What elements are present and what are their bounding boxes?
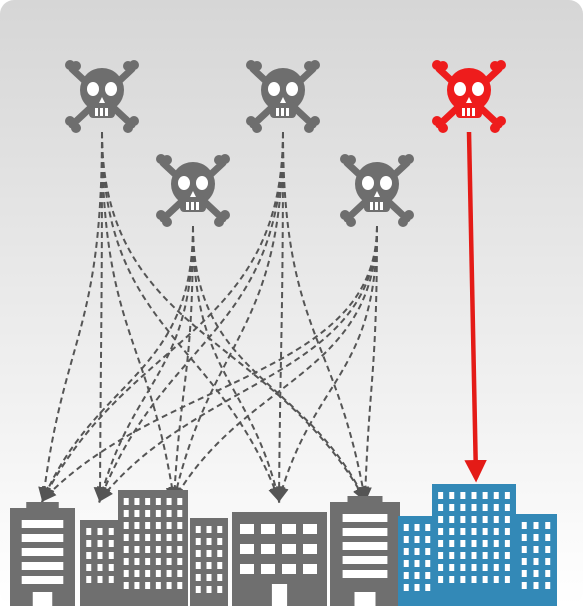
attacker-1-skull-crossbones-icon	[65, 60, 139, 133]
building-2-icon	[80, 520, 120, 606]
connection-attacker-1-to-building-1	[38, 131, 103, 504]
attacker-3-skull-crossbones-icon	[246, 60, 320, 133]
connection-attacker-1-to-building-2	[93, 131, 107, 504]
connection-attacker-4-to-building-3	[172, 225, 378, 503]
connection-attacker-4-to-building-2	[98, 225, 378, 503]
building-1-icon	[10, 502, 75, 606]
connection-attacker-4-to-building-5	[359, 225, 378, 504]
attacker-5-skull-crossbones-icon	[432, 60, 506, 133]
connection-attacker-2-to-building-5	[192, 225, 367, 503]
connection-attacker-2-to-building-2	[97, 225, 194, 504]
attacker-2-skull-crossbones-icon	[156, 154, 230, 227]
building-4-icon	[232, 512, 327, 606]
building-9-icon	[515, 514, 557, 606]
connection-attacker-1-to-building-5	[101, 131, 367, 503]
building-5-icon	[330, 496, 400, 606]
connection-attacker-1-to-building-3	[101, 131, 179, 504]
building-6-icon	[190, 518, 228, 606]
connection-attacker-2-to-building-1	[41, 225, 194, 503]
connection-attacker-4-to-building-4	[276, 225, 378, 504]
building-8-icon	[398, 516, 436, 606]
connection-attacker-3-to-building-5	[282, 131, 370, 504]
edges-layer	[38, 131, 487, 504]
connection-attacker-1-to-building-4	[101, 131, 281, 503]
connection-attacker-5-to-building-7	[464, 131, 487, 483]
connection-attacker-3-to-building-1	[41, 131, 284, 503]
connection-attacker-3-to-building-4	[272, 131, 286, 504]
attackers-layer	[65, 60, 506, 227]
attacker-4-skull-crossbones-icon	[340, 154, 414, 227]
connection-attacker-2-to-building-3	[168, 225, 194, 504]
connection-attacker-2-to-building-4	[192, 225, 283, 504]
building-7-icon	[432, 484, 516, 606]
connection-attacker-3-to-building-2	[98, 131, 284, 503]
buildings-layer	[10, 484, 557, 606]
connection-attacker-4-to-building-1	[40, 225, 378, 503]
connection-attacker-3-to-building-3	[170, 131, 284, 504]
building-3-icon	[118, 490, 188, 606]
